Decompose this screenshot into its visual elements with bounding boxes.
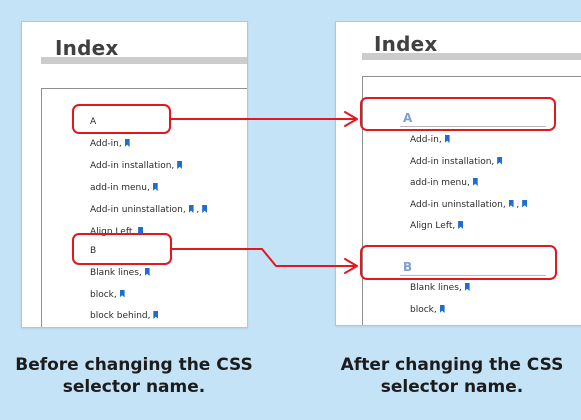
index-entry-label: Add-in uninstallation, (90, 205, 189, 215)
bookmark-icon[interactable] (508, 199, 514, 208)
caption-line-1: After changing the CSS (340, 355, 564, 375)
index-entry-label: add-in menu, (90, 183, 153, 193)
bookmark-icon[interactable] (522, 199, 528, 208)
index-entry[interactable]: Blank lines, (410, 282, 470, 294)
index-entry[interactable]: block behind, (90, 310, 159, 322)
bookmark-icon[interactable] (152, 183, 158, 191)
letter-b-rule (400, 275, 546, 276)
index-entry-label: Add-in, (410, 135, 445, 145)
bookmark-icon[interactable] (119, 289, 125, 298)
caption-before: Before changing the CSS selector name. (8, 354, 260, 398)
bookmark-icon[interactable] (497, 156, 503, 165)
bookmark-icon[interactable] (153, 311, 159, 319)
bookmark-icon[interactable] (177, 161, 183, 169)
bookmark-icon[interactable] (202, 205, 208, 213)
index-entry[interactable]: block, (410, 304, 445, 316)
title-underline (41, 57, 247, 64)
bookmark-icon[interactable] (458, 221, 464, 229)
index-entry-label: Add-in, (90, 139, 125, 149)
index-entry[interactable]: Add-in, (90, 138, 130, 150)
caption-line-1: Before changing the CSS (15, 355, 253, 375)
index-entry-label: Blank lines, (410, 283, 465, 293)
index-entry[interactable]: Add-in uninstallation, , (90, 204, 208, 216)
index-entry-label: block, (90, 289, 120, 300)
index-entry-label: Align Left, (410, 221, 459, 231)
index-letter-b: B (90, 246, 97, 256)
index-entry[interactable]: Add-in uninstallation, , (410, 199, 528, 211)
red-arrow (171, 248, 357, 267)
bookmark-icon[interactable] (188, 205, 194, 213)
index-letter-a: A (90, 117, 97, 127)
index-entry[interactable]: add-in menu, (410, 177, 478, 189)
index-title: Index (374, 32, 438, 56)
bookmark-icon[interactable] (464, 283, 470, 291)
index-entry-label: Add-in installation, (410, 156, 498, 167)
index-entry-label: Align Left, (90, 227, 139, 237)
index-entry[interactable]: Add-in, (410, 134, 450, 146)
highlight-after-a (360, 97, 556, 131)
letter-a-rule (400, 126, 546, 127)
index-entry[interactable]: Add-in installation, (410, 156, 503, 168)
bookmark-icon[interactable] (472, 178, 478, 186)
bookmark-icon[interactable] (444, 135, 450, 143)
bookmark-separator: , (193, 205, 203, 215)
after-preview-panel: Index A Add-in, Add-in installation, add… (335, 21, 581, 326)
caption-after: After changing the CSS selector name. (324, 354, 580, 398)
bookmark-icon[interactable] (124, 139, 130, 147)
index-entry[interactable]: Align Left, (90, 226, 144, 238)
bookmark-icon[interactable] (144, 268, 150, 276)
index-letter-b: B (403, 260, 413, 274)
arrowhead (344, 111, 358, 127)
index-title: Index (55, 36, 119, 60)
index-entry-label: block behind, (90, 311, 154, 321)
bookmark-icon[interactable] (439, 305, 445, 313)
index-entry[interactable]: Add-in installation, (90, 160, 183, 172)
index-entry-label: block, (410, 305, 440, 315)
bookmark-separator: , (513, 199, 523, 210)
index-entry-label: Blank lines, (90, 268, 145, 278)
index-content-box (362, 76, 581, 325)
caption-line-2: selector name. (380, 377, 524, 397)
index-entry[interactable]: block, (90, 289, 125, 301)
bookmark-icon[interactable] (138, 227, 144, 235)
index-entry[interactable]: add-in menu, (90, 182, 158, 194)
highlight-after-b (360, 245, 557, 280)
index-entry-label: add-in menu, (410, 178, 473, 188)
index-entry[interactable]: Blank lines, (90, 267, 150, 279)
index-entry-label: Add-in uninstallation, (410, 199, 509, 210)
index-entry-label: Add-in installation, (90, 161, 178, 171)
index-letter-a: A (403, 111, 413, 125)
caption-line-2: selector name. (62, 377, 206, 397)
index-entry[interactable]: Align Left, (410, 220, 464, 232)
title-underline (362, 53, 581, 60)
before-preview-panel: Index A Add-in, Add-in installation, add… (21, 21, 248, 328)
arrowhead (344, 258, 358, 274)
